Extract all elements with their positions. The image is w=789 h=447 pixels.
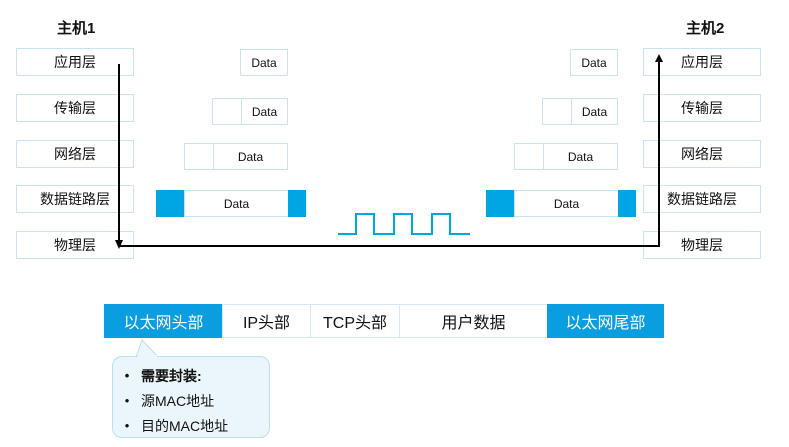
host2-pdu-network: Data — [514, 143, 618, 170]
host1-pdu-transport: Data — [212, 98, 288, 125]
host2-title: 主机2 — [686, 20, 725, 37]
callout-heading: 需要封装: — [141, 367, 202, 384]
pdu-data-label: Data — [184, 190, 288, 217]
pdu-header — [213, 99, 242, 124]
callout-item: • 需要封装: — [113, 363, 269, 388]
host1-layer-application: 应用层 — [16, 48, 134, 76]
signal-wave-icon — [338, 213, 470, 235]
host1-layer-datalink: 数据链路层 — [16, 185, 134, 213]
host1-layer-physical: 物理层 — [16, 231, 134, 259]
bullet-icon: • — [124, 418, 130, 433]
ethernet-frame: 以太网头部 IP头部 TCP头部 用户数据 以太网尾部 — [104, 304, 664, 338]
pdu-data-label: Data — [567, 149, 594, 164]
pdu-header — [543, 99, 572, 124]
transmit-path-arrow — [118, 54, 663, 247]
host1-layer-transport: 传输层 — [16, 94, 134, 122]
pdu-data-label: Data — [581, 104, 608, 119]
bullet-icon: • — [124, 393, 130, 408]
host2-layer-datalink: 数据链路层 — [643, 185, 761, 213]
eth-trailer-block — [288, 190, 306, 217]
host1-title: 主机1 — [57, 20, 96, 37]
host1-pdu-datalink: Data — [156, 190, 306, 217]
pdu-data-label: Data — [251, 55, 277, 70]
host2-layer-network: 网络层 — [643, 140, 761, 168]
pdu-data-label: Data — [581, 55, 607, 70]
pdu-data-label: Data — [237, 149, 264, 164]
host2-pdu-datalink: Data — [486, 190, 636, 217]
callout-source-mac: 源MAC地址 — [141, 392, 215, 409]
host2-layer-transport: 传输层 — [643, 94, 761, 122]
callout-dest-mac: 目的MAC地址 — [141, 417, 229, 434]
eth-header-block — [486, 190, 514, 217]
pdu-data-label: Data — [251, 104, 278, 119]
eth-header-block — [156, 190, 184, 217]
host1-layer-network: 网络层 — [16, 140, 134, 168]
host2-pdu-application: Data — [570, 49, 618, 76]
host1-pdu-network: Data — [184, 143, 288, 170]
bullet-icon: • — [124, 368, 130, 383]
pdu-data-label: Data — [514, 190, 618, 217]
downward-arrowhead — [115, 240, 123, 249]
frame-field-eth-header: 以太网头部 — [104, 304, 223, 338]
host2-pdu-transport: Data — [542, 98, 618, 125]
pdu-header — [185, 144, 214, 169]
eth-trailer-block — [618, 190, 636, 217]
callout-seam — [138, 355, 157, 358]
pdu-header — [515, 144, 544, 169]
callout-item: • 源MAC地址 — [113, 388, 269, 413]
callout-box: • 需要封装: • 源MAC地址 • 目的MAC地址 — [112, 356, 270, 438]
host2-layer-physical: 物理层 — [643, 231, 761, 259]
callout-item: • 目的MAC地址 — [113, 413, 269, 438]
frame-field-eth-trailer: 以太网尾部 — [547, 304, 664, 338]
host1-pdu-application: Data — [240, 49, 288, 76]
host2-layer-application: 应用层 — [643, 48, 761, 76]
